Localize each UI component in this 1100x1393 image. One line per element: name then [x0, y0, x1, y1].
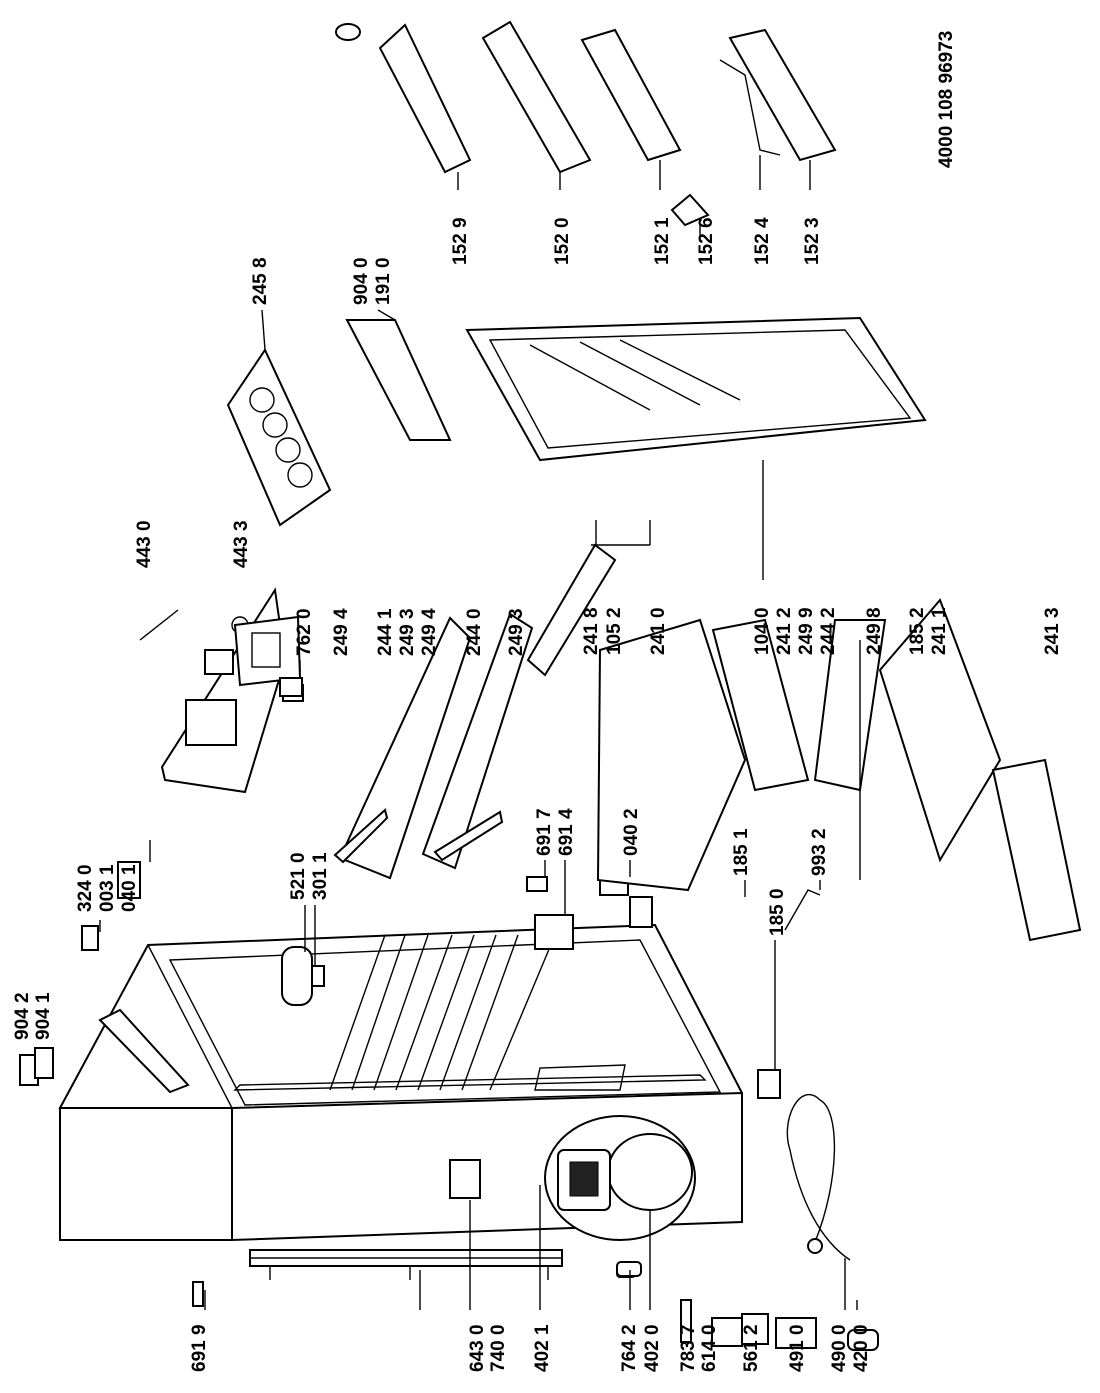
label-185-0: 185 0 [767, 888, 788, 936]
door-liner [465, 316, 927, 462]
label-244-1: 244 1 [375, 608, 396, 656]
label-614-0: 614 0 [699, 1324, 720, 1372]
label-104-0: 104 0 [752, 607, 773, 655]
label-241-3: 241 3 [1042, 607, 1063, 655]
reference-labels: 691 9 643 0 740 0 402 1 764 2 402 0 783 … [12, 31, 1063, 1372]
label-003-1: 003 1 [97, 864, 118, 912]
filter-762-0 [279, 677, 303, 697]
label-105-2: 105 2 [604, 607, 625, 655]
thermostat-housing [281, 946, 313, 1006]
foot-764-2 [616, 1261, 642, 1277]
label-241-2: 241 2 [774, 607, 795, 655]
label-191-0: 191 0 [373, 257, 394, 305]
label-402-0: 402 0 [642, 1324, 663, 1372]
lamp-cover [311, 965, 325, 987]
label-904-1: 904 1 [33, 992, 54, 1040]
label-691-9: 691 9 [189, 1324, 210, 1372]
label-324-0: 324 0 [75, 864, 96, 912]
label-643-0 [449, 1159, 481, 1199]
label-740-0: 740 0 [488, 1324, 509, 1372]
label-402-1: 402 1 [532, 1324, 553, 1372]
label-249-4-b: 249 4 [419, 608, 440, 656]
label-443-0: 443 0 [134, 520, 155, 568]
label-152-6: 152 6 [696, 217, 717, 265]
label-249-8: 249 8 [864, 607, 885, 655]
bottle-bin [526, 543, 617, 677]
label-152-4: 152 4 [752, 217, 773, 265]
label-993-2: 993 2 [809, 828, 830, 876]
label-443-3: 443 3 [231, 520, 252, 568]
capacitor-icon [847, 1329, 879, 1351]
label-241-0: 241 0 [648, 607, 669, 655]
label-244-0: 244 0 [464, 608, 485, 656]
power-cable-icon [786, 1093, 851, 1261]
fan-691-4 [534, 914, 574, 950]
label-185-2: 185 2 [907, 607, 928, 655]
label-249-9: 249 9 [796, 607, 817, 655]
label-904-0: 904 0 [351, 257, 372, 305]
label-521-0: 521 0 [288, 852, 309, 900]
label-152-3: 152 3 [802, 217, 823, 265]
tool-993-2 [784, 889, 821, 931]
support-185-0 [757, 1069, 781, 1099]
wine-rack [226, 347, 332, 527]
hinge-324-0 [81, 925, 99, 951]
label-040-2: 040 2 [621, 808, 642, 856]
label-245-8: 245 8 [250, 257, 271, 305]
label-764-2: 764 2 [619, 1324, 640, 1372]
document-number: 4000 108 96973 [936, 31, 957, 168]
label-762-0: 762 0 [294, 608, 315, 656]
label-249-3-b: 249 3 [506, 608, 527, 656]
starter-relay-icon [711, 1317, 743, 1347]
part-691-9 [192, 1281, 204, 1307]
label-244-2: 244 2 [818, 607, 839, 655]
crisper-drawers [596, 598, 1082, 942]
door-balconies [335, 20, 837, 227]
label-185-1: 185 1 [731, 828, 752, 876]
label-491-0: 491 0 [787, 1324, 808, 1372]
label-691-7: 691 7 [534, 808, 555, 856]
label-904-2: 904 2 [12, 992, 33, 1040]
label-643-0: 643 0 [467, 1324, 488, 1372]
label-152-0: 152 0 [552, 217, 573, 265]
hinge-904-1 [34, 1047, 54, 1079]
support-185-1 [629, 896, 653, 928]
electrical-parts [616, 1093, 879, 1351]
label-783-7: 783 7 [678, 1324, 699, 1372]
label-301-1: 301 1 [310, 852, 331, 900]
compressor-area [544, 1115, 696, 1241]
label-561-2: 561 2 [741, 1324, 762, 1372]
leader-lines [99, 155, 861, 1310]
label-241-8: 241 8 [581, 607, 602, 655]
label-490-0: 490 0 [829, 1324, 850, 1372]
label-040-1: 040 1 [119, 864, 140, 912]
clip-691-7 [526, 876, 548, 892]
bracket-040-1 [117, 861, 141, 899]
compressor-icon [607, 1133, 693, 1211]
shelf-rails [329, 934, 556, 1091]
label-152-1: 152 1 [652, 217, 673, 265]
glass-shelves [333, 612, 534, 880]
label-691-4: 691 4 [556, 808, 577, 856]
capillary-icon [680, 1299, 692, 1343]
label-249-4-a: 249 4 [331, 608, 352, 656]
overload-protector-icon [741, 1313, 769, 1345]
label-152-9: 152 9 [450, 217, 471, 265]
light-cover [233, 615, 302, 687]
label-420-0: 420 0 [851, 1324, 872, 1372]
top-cover-plate [98, 1008, 190, 1094]
condenser [249, 1249, 563, 1280]
terminal-box-icon [775, 1317, 817, 1349]
label-241-1: 241 1 [929, 607, 950, 655]
label-249-3-a: 249 3 [397, 608, 418, 656]
door-gasket-191-0 [345, 319, 452, 441]
